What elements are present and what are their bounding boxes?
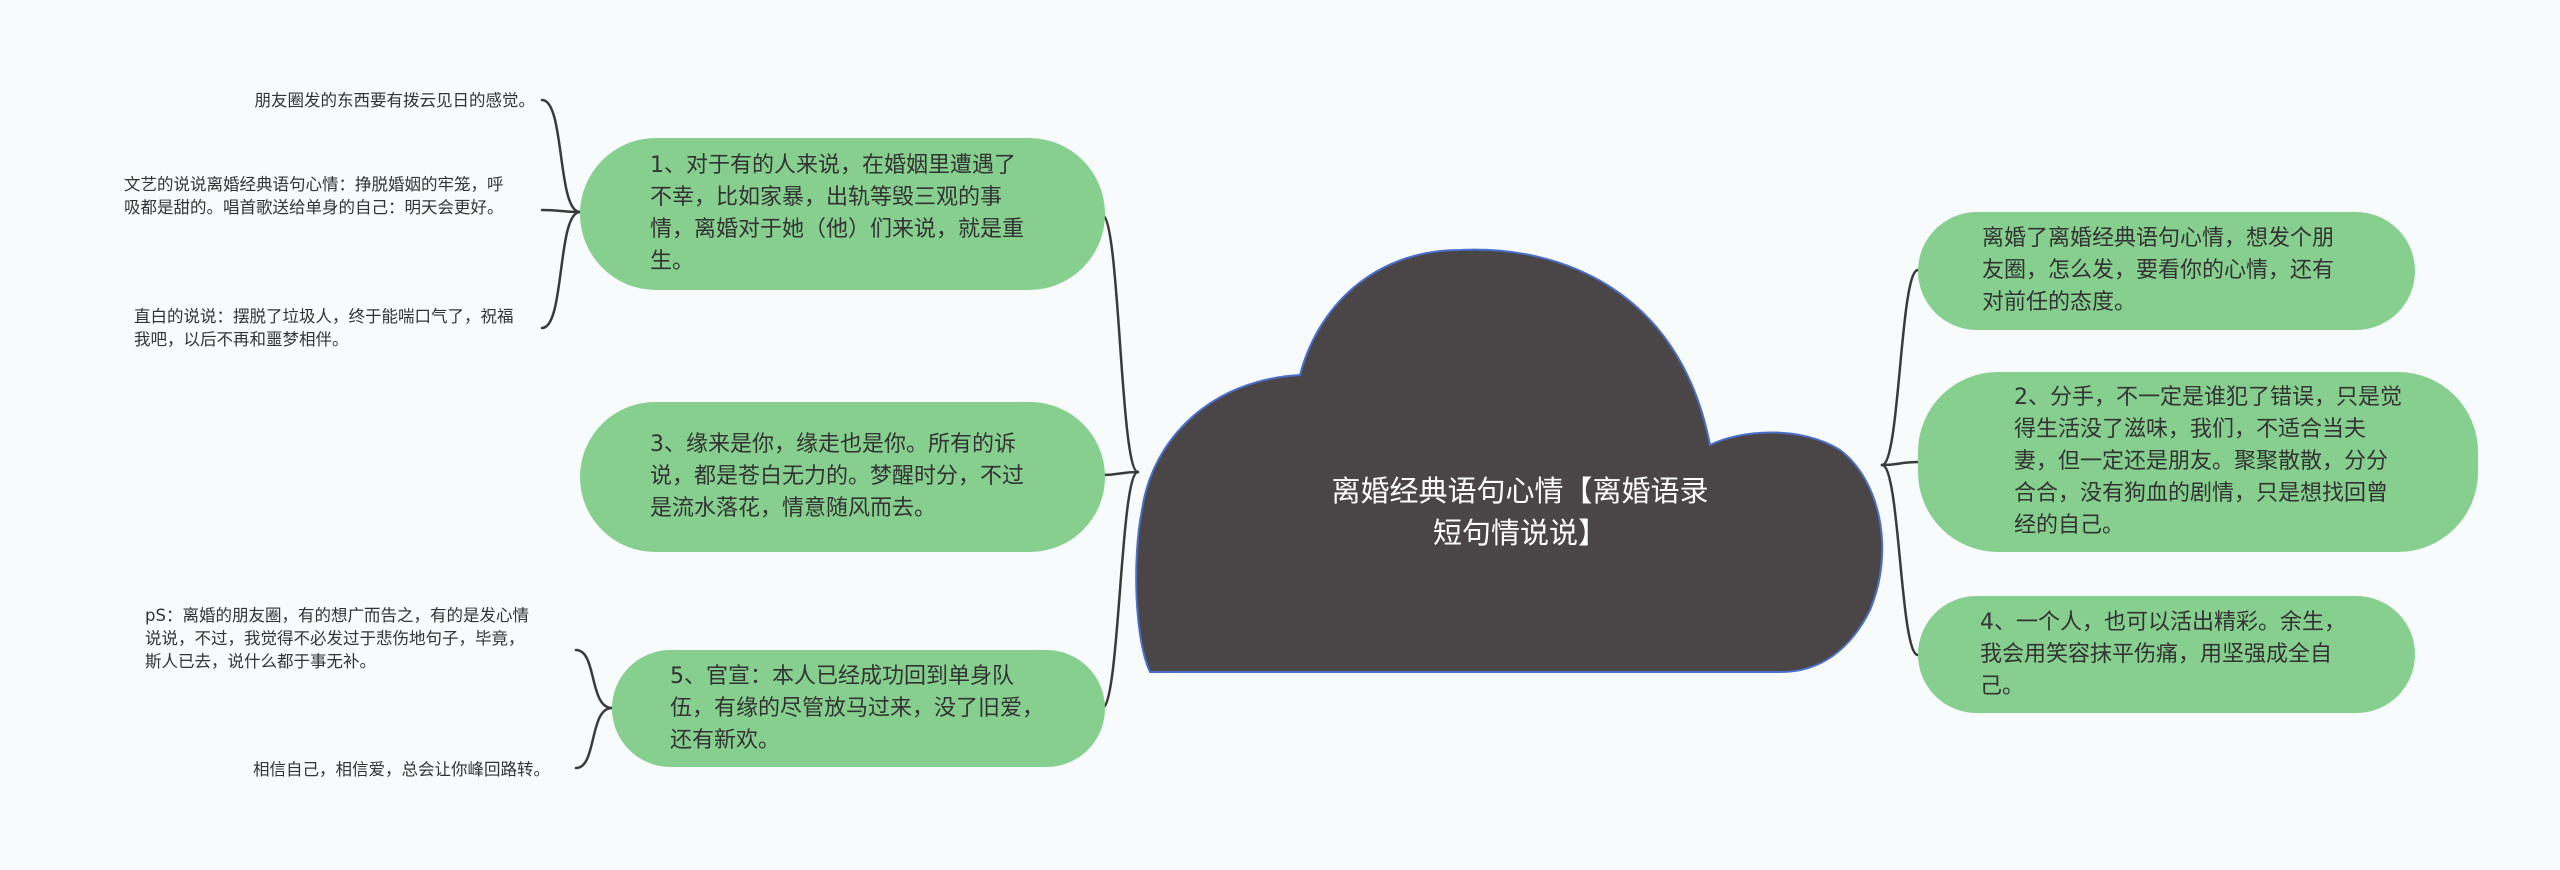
branch-node-right-3[interactable]: 4、一个人，也可以活出精彩。余生，我会用笑容抹平伤痛，用坚强成全自己。: [1918, 596, 2415, 713]
branch-node-3[interactable]: 3、缘来是你，缘走也是你。所有的诉说，都是苍白无力的。梦醒时分，不过是流水落花，…: [580, 402, 1105, 552]
leaf-text-1: 朋友圈发的东西要有拨云见日的感觉。: [254, 91, 536, 110]
branch-node-3-text: 3、缘来是你，缘走也是你。所有的诉说，都是苍白无力的。梦醒时分，不过是流水落花，…: [650, 432, 1025, 521]
center-topic-label: 离婚经典语句心情【离婚语录短句情说说】: [1331, 474, 1709, 550]
leaf-text-5: 相信自己，相信爱，总会让你峰回路转。: [253, 760, 550, 779]
branch-node-5[interactable]: 5、官宣：本人已经成功回到单身队伍，有缘的尽管放马过来，没了旧爱，还有新欢。: [612, 650, 1105, 767]
connector-branch5-leaf5: [574, 706, 614, 770]
connector-branch5-leaf4: [574, 648, 614, 710]
connector-center-branch-5: [1100, 470, 1140, 710]
connector-branch1-leaf3: [540, 210, 582, 330]
connector-branch1-leaf1: [540, 98, 582, 214]
branch-node-5-text: 5、官宣：本人已经成功回到单身队伍，有缘的尽管放马过来，没了旧爱，还有新欢。: [670, 663, 1045, 753]
branch-node-1[interactable]: 1、对于有的人来说，在婚姻里遭遇了不幸，比如家暴，出轨等毁三观的事情，离婚对于她…: [580, 138, 1105, 290]
connector-center-branch-r3: [1880, 463, 1920, 657]
leaf-text-2: 文艺的说说离婚经典语句心情：挣脱婚姻的牢笼，呼吸都是甜的。唱首歌送给单身的自己：…: [124, 175, 504, 217]
branch-node-right-2[interactable]: 2、分手，不一定是谁犯了错误，只是觉得生活没了滋味，我们，不适合当夫妻，但一定还…: [1918, 372, 2478, 552]
connector-center-branch-r1: [1880, 268, 1920, 467]
branch-node-right-3-text: 4、一个人，也可以活出精彩。余生，我会用笑容抹平伤痛，用坚强成全自己。: [1980, 609, 2346, 699]
branch-node-1-text: 1、对于有的人来说，在婚姻里遭遇了不幸，比如家暴，出轨等毁三观的事情，离婚对于她…: [650, 153, 1025, 274]
branch-node-right-1[interactable]: 离婚了离婚经典语句心情，想发个朋友圈，怎么发，要看你的心情，还有对前任的态度。: [1918, 212, 2415, 330]
leaf-text-4: pS：离婚的朋友圈，有的想广而告之，有的是发心情说说，不过，我觉得不必发过于悲伤…: [145, 606, 529, 671]
connector-center-branch-3: [1100, 470, 1140, 477]
connector-branch1-leaf2: [540, 208, 582, 214]
branch-node-right-2-text: 2、分手，不一定是谁犯了错误，只是觉得生活没了滋味，我们，不适合当夫妻，但一定还…: [2014, 385, 2402, 538]
leaf-text-3: 直白的说说：摆脱了垃圾人，终于能喘口气了，祝福我吧，以后不再和噩梦相伴。: [134, 307, 514, 349]
connector-center-branch-r2: [1880, 460, 1920, 467]
branch-node-right-1-text: 离婚了离婚经典语句心情，想发个朋友圈，怎么发，要看你的心情，还有对前任的态度。: [1982, 226, 2335, 315]
connector-center-branch-1: [1100, 213, 1140, 474]
